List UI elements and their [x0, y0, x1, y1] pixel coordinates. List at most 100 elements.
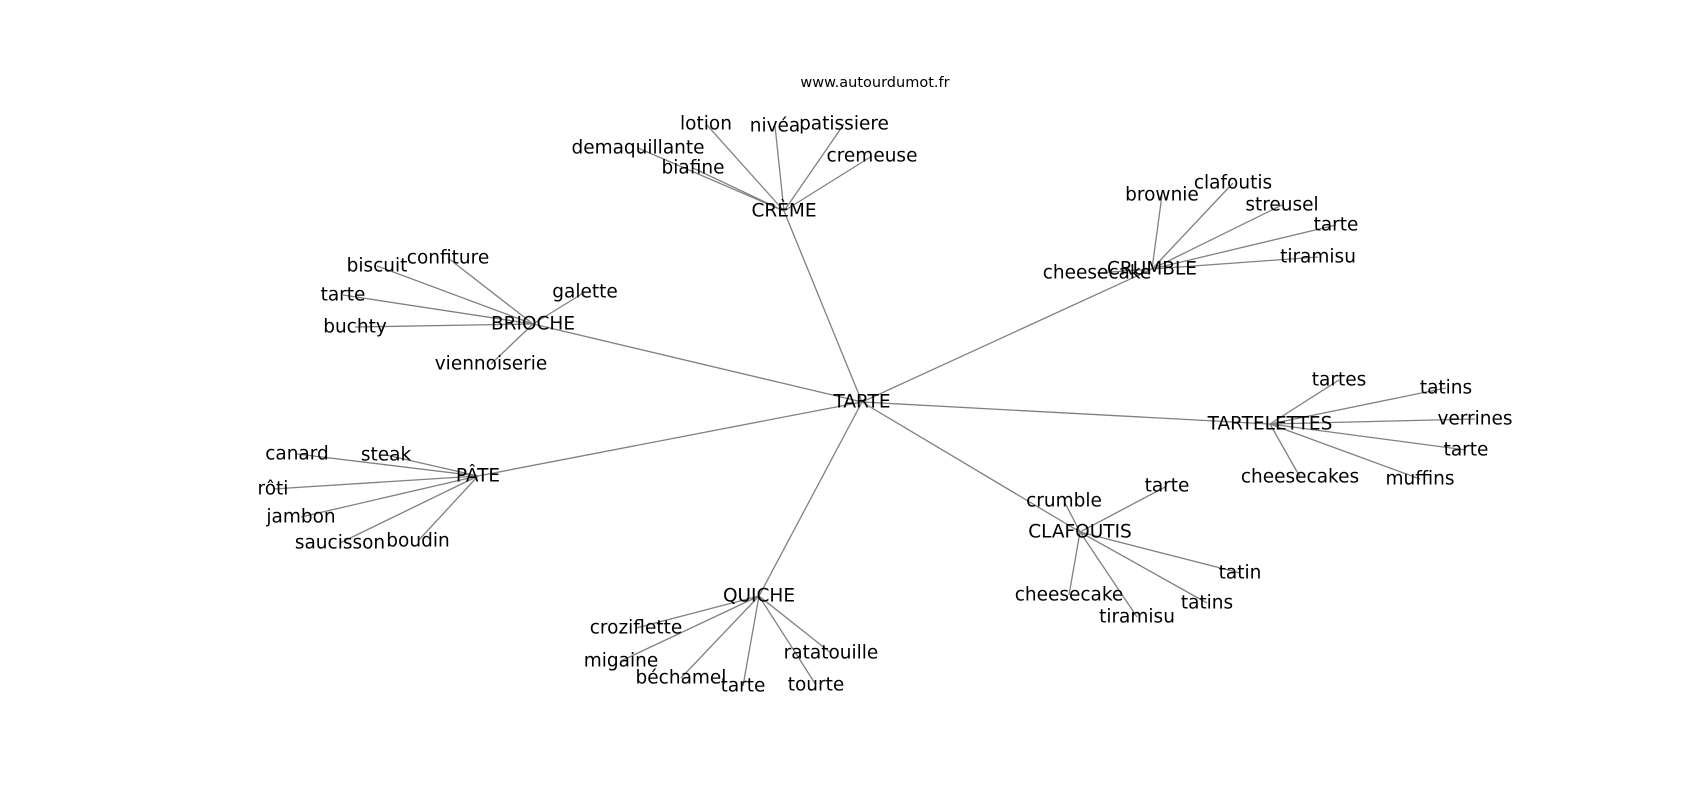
edge-tartelettes-tatins [1269, 387, 1447, 425]
edge-pâte-boudin [417, 475, 479, 542]
node-center: TARTE [832, 392, 890, 413]
edge-pâte-steak [385, 454, 479, 477]
edge-brioche-confiture [447, 257, 534, 325]
edge-crumble-streusel [1151, 204, 1283, 270]
node-cluster: TARTELETTES [1207, 414, 1333, 435]
source-label: www.autourdumot.fr [800, 75, 949, 91]
node-word: boudin [386, 531, 449, 552]
edge-tarte-tartelettes [861, 401, 1271, 425]
edge-quiche-migaine [620, 595, 760, 662]
node-word: tatin [1219, 563, 1262, 584]
edge-quiche-croziflette [635, 595, 760, 629]
node-word: tourte [788, 675, 845, 696]
node-word: ratatouille [784, 643, 879, 664]
edge-pâte-jambon [300, 475, 479, 518]
edge-crumble-brownie [1151, 194, 1163, 270]
node-word: galette [552, 282, 618, 303]
edge-quiche-tourte [758, 595, 817, 686]
node-word: tatins [1181, 593, 1233, 614]
edge-crumble-cheesecake [1096, 268, 1153, 274]
node-word: cheesecakes [1241, 467, 1359, 488]
node-word: viennoiserie [435, 354, 548, 375]
node-word: rôti [258, 479, 289, 500]
edge-clafoutis-tatin [1079, 531, 1241, 574]
edge-tartelettes-cheesecakes [1269, 423, 1301, 478]
edge-crème-patissiere [783, 123, 845, 212]
node-word: canard [265, 444, 329, 465]
node-word: béchamel [636, 668, 727, 689]
edge-pâte-canard [296, 453, 479, 477]
edge-clafoutis-tiramisu [1079, 531, 1138, 618]
edge-brioche-biscuit [376, 265, 534, 325]
edge-quiche-ratatouille [758, 595, 832, 654]
edge-crème-biafine [692, 167, 785, 212]
node-word: cheesecake [1043, 263, 1152, 284]
edge-tarte-crème [783, 210, 863, 403]
edge-tarte-brioche [532, 323, 863, 403]
node-word: saucisson [295, 533, 385, 554]
node-word: streusel [1245, 195, 1318, 216]
edge-tartelettes-tarte [1269, 423, 1467, 451]
edge-crème-cremeuse [783, 155, 873, 212]
edge-crème-lotion [705, 123, 785, 212]
graph-edges [272, 123, 1476, 687]
node-word: confiture [407, 248, 489, 269]
node-word: lotion [680, 114, 732, 135]
node-word: tatins [1420, 378, 1472, 399]
node-word: jambon [265, 507, 335, 528]
node-word: tiramisu [1099, 607, 1175, 628]
edge-quiche-béchamel [680, 595, 760, 679]
node-word: biafine [662, 158, 725, 179]
node-word: steak [361, 445, 412, 466]
node-word: tartes [1312, 370, 1366, 391]
edge-clafoutis-crumble [1063, 500, 1081, 533]
node-cluster: CLAFOUTIS [1028, 522, 1132, 543]
edge-tartelettes-tartes [1269, 379, 1340, 425]
node-cluster: PÂTE [456, 465, 500, 487]
edge-crème-nivéa [774, 125, 785, 212]
edge-clafoutis-cheesecake [1068, 531, 1081, 596]
node-cluster: BRIOCHE [491, 314, 575, 335]
edge-crumble-clafoutis [1151, 182, 1234, 270]
node-word: muffins [1386, 469, 1455, 490]
node-word: migaine [584, 651, 659, 672]
edge-clafoutis-tatins [1079, 531, 1208, 604]
edge-crumble-tiramisu [1151, 256, 1319, 270]
edge-clafoutis-tarte [1079, 485, 1168, 533]
node-word: cheesecake [1015, 585, 1124, 606]
node-word: tarte [1145, 476, 1190, 497]
node-word: crumble [1026, 491, 1102, 512]
node-cluster: CRUMBLE [1107, 259, 1197, 280]
edge-crumble-tarte [1151, 224, 1337, 270]
node-word: patissiere [799, 114, 889, 135]
edge-brioche-viennoiserie [490, 323, 534, 365]
edge-brioche-buchty [354, 323, 534, 328]
edge-tarte-pâte [477, 401, 863, 477]
node-word: clafoutis [1194, 173, 1272, 194]
node-word: biscuit [347, 256, 408, 277]
edge-tarte-clafoutis [861, 401, 1081, 533]
edge-brioche-galette [532, 291, 586, 325]
node-word: croziflette [590, 618, 682, 639]
node-word: brownie [1125, 185, 1199, 206]
edge-tarte-crumble [861, 268, 1153, 403]
node-word: tarte [721, 676, 766, 697]
node-word: demaquillante [571, 138, 704, 159]
edge-tartelettes-muffins [1269, 423, 1421, 480]
node-word: tarte [321, 285, 366, 306]
edge-tarte-quiche [758, 401, 863, 597]
node-cluster: QUICHE [723, 586, 795, 607]
edge-brioche-tarte [342, 294, 534, 325]
node-word: tarte [1314, 215, 1359, 236]
edge-tartelettes-verrines [1269, 418, 1476, 425]
node-word: nivéa [750, 116, 801, 137]
edge-pâte-rôti [272, 475, 479, 490]
edge-quiche-tarte [742, 595, 760, 687]
node-word: verrines [1437, 409, 1512, 430]
node-cluster: CRÈME [751, 200, 816, 222]
edge-pâte-saucisson [339, 475, 479, 544]
node-word: buchty [323, 317, 387, 338]
node-word: tiramisu [1280, 247, 1356, 268]
